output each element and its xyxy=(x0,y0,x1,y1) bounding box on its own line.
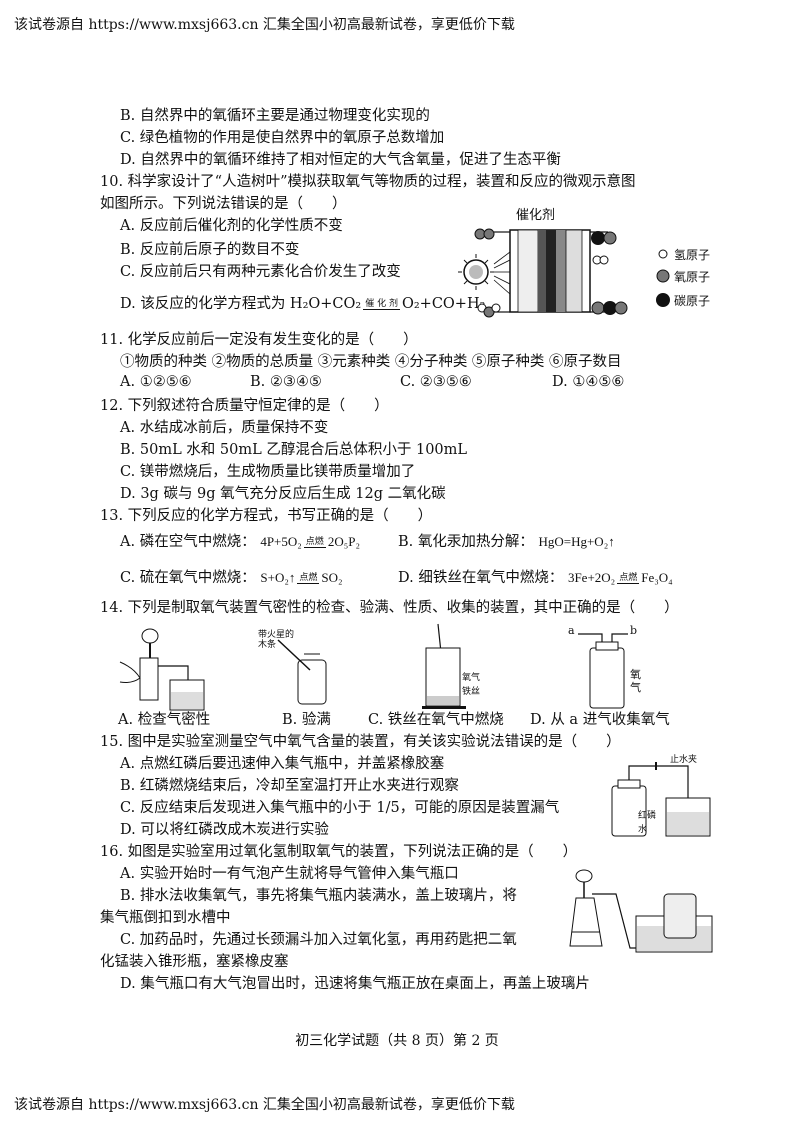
q15-phosphorus-label: 红磷 xyxy=(638,811,657,821)
q12-option-c: C. 镁带燃烧后，生成物质量比镁带质量增加了 xyxy=(120,464,416,480)
legend-oxygen-marker xyxy=(656,269,670,283)
q16-option-a: A. 实验开始时一有气泡产生就将导气管伸入集气瓶口 xyxy=(120,866,459,882)
q13-b-text: B. 氧化汞加热分解： xyxy=(398,534,534,550)
q10-catalyst-label: 催化剂 xyxy=(516,208,556,223)
q13-c-reactants: S+O₂↑ xyxy=(260,570,296,585)
q11-option-b: B. ②③④⑤ xyxy=(250,374,322,390)
q13-a-text: A. 磷在空气中燃烧： xyxy=(120,534,256,550)
oxygen-full-check-diagram xyxy=(277,639,327,705)
q16-stem: 16. 如图是实验室用过氧化氢制取氧气的装置，下列说法正确的是（ ） xyxy=(100,844,578,860)
q16-figure xyxy=(568,868,718,958)
q13-option-b: B. 氧化汞加热分解： HgO=Hg+O₂↑ xyxy=(398,532,615,552)
q16-option-b-line2: 集气瓶倒扣到水槽中 xyxy=(100,910,231,926)
q16-option-b-line1: B. 排水法收集氧气，事先将集气瓶内装满水，盖上玻璃片，将 xyxy=(120,888,517,904)
q13-d-text: D. 细铁丝在氧气中燃烧： xyxy=(398,570,564,586)
q13-stem: 13. 下列反应的化学方程式，书写正确的是（ ） xyxy=(100,508,433,524)
q10-option-b: B. 反应前后原子的数目不变 xyxy=(120,242,300,258)
q16-option-c-line2: 化锰装入锥形瓶，塞紧橡皮塞 xyxy=(100,954,289,970)
iron-wire-burning-diagram xyxy=(422,623,466,709)
oxygen-content-apparatus-diagram xyxy=(611,762,711,837)
q12-option-b: B. 50mL 水和 50mL 乙醇混合后总体积小于 100mL xyxy=(120,442,468,458)
source-banner-bottom: 该试卷源自 https://www.mxsj663.cn 汇集全国小初高最新试卷… xyxy=(14,1097,515,1113)
sun-icon xyxy=(458,254,494,290)
q14-option-d: D. 从 a 进气收集氧气 xyxy=(530,712,670,728)
legend-carbon: 碳原子 xyxy=(674,294,711,308)
q14-option-a: A. 检查气密性 xyxy=(118,712,211,728)
q13-d-products: Fe₃O₄ xyxy=(641,570,673,585)
hydrogen-peroxide-apparatus-diagram xyxy=(569,869,713,953)
q11-stem: 11. 化学反应前后一定没有发生变化的是（ ） xyxy=(100,332,418,348)
q14-d-gas-label: 氧气 xyxy=(630,668,641,694)
q15-water-label: 水 xyxy=(638,825,648,835)
q16-option-c-line1: C. 加药品时，先通过长颈漏斗加入过氧化氢，再用药匙把二氧 xyxy=(120,932,517,948)
q14-figure-b: 带火星的木条 xyxy=(258,630,348,710)
q13-a-products: 2O₅P₂ xyxy=(327,534,360,549)
q10-stem-line1: 10. 科学家设计了“人造树叶”模拟获取氧气等物质的过程，装置和反应的微观示意图 xyxy=(100,174,636,190)
q15-option-a: A. 点燃红磷后要迅速伸入集气瓶中，并盖紧橡胶塞 xyxy=(120,756,445,772)
q13-a-reactants: 4P+5O₂ xyxy=(260,534,302,549)
q14-c-label-oxygen: 氧气 xyxy=(462,673,481,683)
q14-figure-a xyxy=(118,622,238,712)
q10-device-diagram xyxy=(458,228,670,318)
q14-d-port-a: a xyxy=(568,624,575,637)
legend-hydrogen-marker xyxy=(658,249,668,259)
q16-option-d: D. 集气瓶口有大气泡冒出时，迅速将集气瓶正放在桌面上，再盖上玻璃片 xyxy=(120,976,590,992)
q14-d-port-b: b xyxy=(630,624,638,637)
q11-option-c: C. ②③⑤⑥ xyxy=(400,374,472,390)
q10-option-c: C. 反应前后只有两种元素化合价发生了改变 xyxy=(120,264,401,280)
q13-c-condition: 点燃 xyxy=(297,572,320,584)
q11-items: ①物质的种类 ②物质的总质量 ③元素种类 ④分子种类 ⑤原子种类 ⑥原子数目 xyxy=(120,354,622,370)
q12-option-a: A. 水结成冰前后，质量保持不变 xyxy=(120,420,329,436)
legend-oxygen: 氧原子 xyxy=(674,270,711,284)
airtightness-check-diagram xyxy=(119,628,205,711)
q14-option-c: C. 铁丝在氧气中燃烧 xyxy=(368,712,504,728)
q10-d-condition: 催 化 剂 xyxy=(363,298,400,310)
page-footer: 初三化学试题（共 8 页）第 2 页 xyxy=(295,1033,499,1049)
q13-d-condition: 点燃 xyxy=(617,572,640,584)
q14-stem: 14. 下列是制取氧气装置气密性的检查、验满、性质、收集的装置，其中正确的是（ … xyxy=(100,600,679,616)
q9-option-c: C. 绿色植物的作用是使自然界中的氧原子总数增加 xyxy=(120,130,445,146)
q15-option-d: D. 可以将红磷改成木炭进行实验 xyxy=(120,822,329,838)
q15-figure: 止水夹 红磷 水 xyxy=(608,752,718,838)
q13-a-condition: 点燃 xyxy=(303,536,326,548)
q13-c-products: SO₂ xyxy=(321,570,343,585)
q14-b-label: 带火星的木条 xyxy=(258,630,295,650)
q10-option-a: A. 反应前后催化剂的化学性质不变 xyxy=(120,218,343,234)
q15-option-c: C. 反应结束后发现进入集气瓶中的小于 1/5，可能的原因是装置漏气 xyxy=(120,800,560,816)
q10-artificial-leaf-figure: 催化剂 氢原子 氧原子 碳原子 xyxy=(458,204,738,324)
source-banner-top: 该试卷源自 https://www.mxsj663.cn 汇集全国小初高最新试卷… xyxy=(14,17,515,33)
q11-option-d: D. ①④⑤⑥ xyxy=(552,374,625,390)
q12-stem: 12. 下列叙述符合质量守恒定律的是（ ） xyxy=(100,398,389,414)
q9-option-b: B. 自然界中的氧循环主要是通过物理变化实现的 xyxy=(120,108,430,124)
q13-d-reactants: 3Fe+2O₂ xyxy=(567,570,616,585)
q10-d-text: D. 该反应的化学方程式为 H₂O+CO₂ xyxy=(120,296,362,312)
q12-option-d: D. 3g 碳与 9g 氧气充分反应后生成 12g 二氧化碳 xyxy=(120,486,446,502)
q9-option-d: D. 自然界中的氧循环维持了相对恒定的大气含氧量，促进了生态平衡 xyxy=(120,152,561,168)
q14-c-label-wire: 铁丝 xyxy=(462,687,481,697)
q10-stem-line2: 如图所示。下列说法错误的是（ ） xyxy=(100,196,347,212)
q15-stem: 15. 图中是实验室测量空气中氧气含量的装置，有关该实验说法错误的是（ ） xyxy=(100,734,621,750)
q11-option-a: A. ①②⑤⑥ xyxy=(120,374,192,390)
q15-clip-label: 止水夹 xyxy=(670,755,698,765)
q14-figure-d: a b 氧气 xyxy=(568,622,668,712)
legend-hydrogen: 氢原子 xyxy=(674,248,711,262)
legend-carbon-marker xyxy=(656,293,670,307)
q13-b-equation: HgO=Hg+O₂↑ xyxy=(538,534,615,549)
q14-figure-c: 氧气 铁丝 xyxy=(412,622,512,712)
gas-collection-bottle-diagram xyxy=(578,633,628,709)
q10-d-products: O₂+CO+H₂ xyxy=(401,296,486,312)
q13-c-text: C. 硫在氧气中燃烧： xyxy=(120,570,256,586)
q14-option-b: B. 验满 xyxy=(282,712,331,728)
q15-option-b: B. 红磷燃烧结束后，冷却至室温打开止水夹进行观察 xyxy=(120,778,459,794)
